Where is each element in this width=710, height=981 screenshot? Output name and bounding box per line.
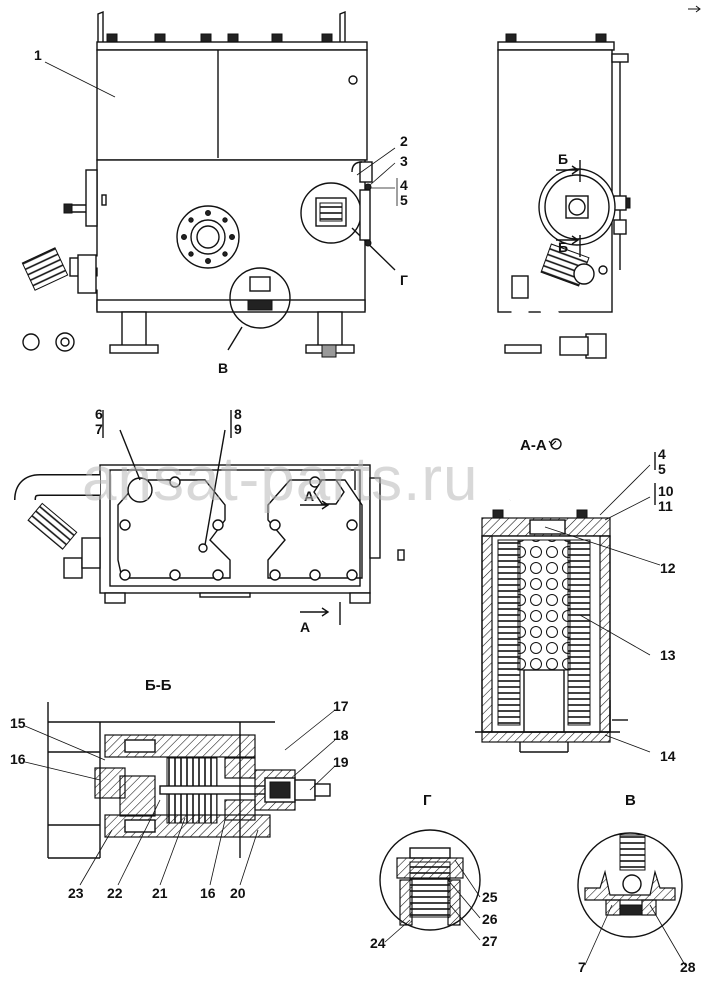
section-aa-title: А-А	[520, 437, 547, 454]
detail-g-title: Г	[423, 792, 432, 809]
cut-b-bottom-label: Б	[558, 239, 568, 255]
front-view	[21, 10, 396, 358]
callout-5: 5	[400, 192, 408, 208]
top-bolts	[106, 33, 333, 43]
callout-27: 27	[482, 933, 498, 949]
callout-1: 1	[34, 47, 42, 63]
plan-view	[14, 410, 405, 625]
detail-v-title: В	[625, 792, 636, 809]
callout-25: 25	[482, 889, 498, 905]
leader-lines	[24, 61, 686, 966]
plan-bolts	[119, 476, 358, 581]
callout-16-bb: 16	[200, 885, 216, 901]
callout-4-aa: 4	[658, 446, 666, 462]
section-aa	[475, 452, 656, 753]
callout-15: 15	[10, 715, 26, 731]
callout-19: 19	[333, 754, 349, 770]
callout-11: 11	[658, 498, 673, 514]
cut-b-top-label: Б	[558, 151, 568, 167]
callout-9: 9	[234, 421, 242, 437]
hose-assembly	[21, 247, 98, 352]
detail-g-ref-label: Г	[400, 272, 408, 288]
callout-16: 16	[10, 751, 26, 767]
section-bb	[47, 702, 331, 859]
rotation-arrow-icon	[548, 438, 562, 450]
callout-28: 28	[680, 959, 696, 975]
callout-20: 20	[230, 885, 246, 901]
callout-8: 8	[234, 406, 242, 422]
callout-7-v: 7	[578, 959, 586, 975]
callout-24: 24	[370, 935, 386, 951]
callout-5-aa: 5	[658, 461, 666, 477]
callout-6: 6	[95, 406, 103, 422]
detail-v-ref-label: В	[218, 360, 228, 376]
callout-10: 10	[658, 483, 674, 499]
cut-a-bottom-label: А	[300, 619, 310, 635]
callout-12: 12	[660, 560, 676, 576]
center-flange	[176, 205, 240, 269]
watermark: ansat-parts.ru	[82, 445, 479, 514]
callout-13: 13	[660, 647, 676, 663]
side-view	[497, 11, 631, 359]
callout-21: 21	[152, 885, 168, 901]
callout-17: 17	[333, 698, 349, 714]
callout-14: 14	[660, 748, 676, 764]
callout-4: 4	[400, 177, 408, 193]
section-bb-title: Б-Б	[145, 677, 172, 694]
detail-v	[577, 832, 683, 938]
callout-2: 2	[400, 133, 408, 149]
callout-22: 22	[107, 885, 123, 901]
callout-7: 7	[95, 421, 103, 437]
callout-3: 3	[400, 153, 408, 169]
detail-g	[379, 829, 481, 931]
callout-26: 26	[482, 911, 498, 927]
callout-18: 18	[333, 727, 349, 743]
tank-upper-housing	[96, 49, 368, 161]
callout-23: 23	[68, 885, 84, 901]
view-arrow-icon	[688, 5, 701, 13]
callout-numbers: 1 2 3 4 5 6 7 8 9 4 5 10 11 12 13 14 15 …	[10, 47, 696, 975]
cut-a-label: А	[304, 488, 314, 504]
